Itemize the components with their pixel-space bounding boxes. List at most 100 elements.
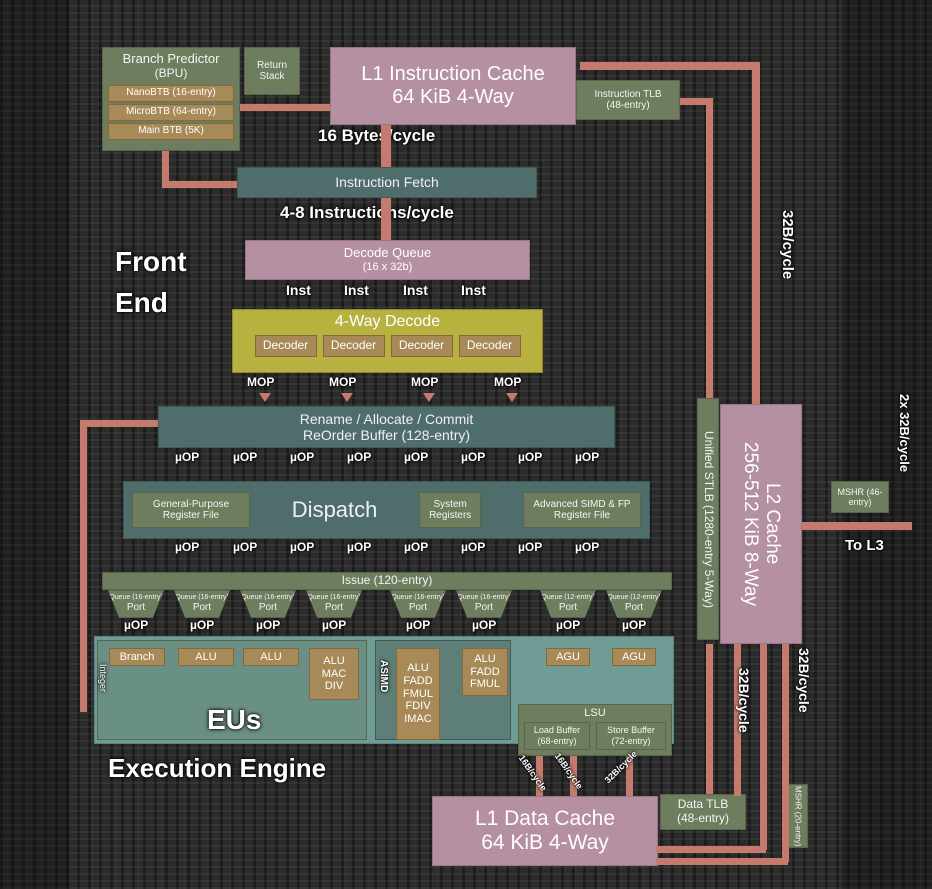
uop-label: µOP xyxy=(404,450,429,464)
unit-label: ALU xyxy=(474,653,496,666)
die-texture-right xyxy=(842,0,932,889)
unit-label: IMAC xyxy=(404,712,432,725)
fetch-bandwidth-label: 16 Bytes/cycle xyxy=(318,126,436,145)
l1d-to-l2-arrow-h2 xyxy=(656,858,788,865)
l2-to-l1i-arrow-v xyxy=(752,62,760,404)
l2-to-l1d-arrow-2 xyxy=(760,644,767,850)
uop-label: µOP xyxy=(575,540,600,554)
l2-l1i-bandwidth: 32B/cycle xyxy=(779,210,796,280)
store-path-arrow xyxy=(626,756,633,796)
unit-label: FMUL xyxy=(403,687,433,700)
issue-queue-port-6: Queue (16-entry)Port xyxy=(456,590,512,618)
uop-label: µOP xyxy=(233,540,258,554)
uop-label: µOP xyxy=(290,450,315,464)
simd-rf-title: Advanced SIMD & FP xyxy=(533,498,631,510)
decode-queue-size: (16 x 32b) xyxy=(362,261,413,274)
l2-size: 256-512 KiB 8-Way xyxy=(740,441,761,607)
load-bw-label-2: 16B/cycle xyxy=(552,751,585,791)
store-buffer-title: Store Buffer xyxy=(607,725,655,736)
four-way-decode: 4-Way Decode Decoder Decoder Decoder Dec… xyxy=(232,309,543,373)
queue-label: Queue (16-entry) xyxy=(175,594,229,602)
issue-queue-port-7: Queue (12-entry)Port xyxy=(540,590,596,618)
queue-label: Queue (16-entry) xyxy=(307,594,361,602)
uop-label: µOP xyxy=(461,450,486,464)
uop-label: µOP xyxy=(256,618,281,632)
rename-reorder-buffer: Rename / Allocate / Commit ReOrder Buffe… xyxy=(158,406,615,448)
agu-unit-1: AGU xyxy=(546,648,590,666)
uop-label: µOP xyxy=(290,540,315,554)
queue-label: Queue (16-entry) xyxy=(109,594,163,602)
uop-label: µOP xyxy=(347,540,372,554)
port-label: Port xyxy=(408,602,428,614)
decode-queue-title: Decode Queue xyxy=(343,245,432,261)
l3-bandwidth: 2x 32B/cycle xyxy=(897,394,912,473)
simd-fp-register-file: Advanced SIMD & FP Register File xyxy=(522,492,641,528)
simd-rf-subtitle: Register File xyxy=(553,510,611,521)
unit-label: ALU xyxy=(407,662,429,675)
rob-entries: ReOrder Buffer (128-entry) xyxy=(302,427,471,443)
eus-label: EUs xyxy=(207,704,262,735)
return-stack-box: Return Stack xyxy=(244,47,300,95)
unit-label: DIV xyxy=(324,680,344,693)
l2-title: L2 Cache xyxy=(761,483,783,565)
uop-label: µOP xyxy=(404,540,429,554)
queue-label: Queue (16-entry) xyxy=(457,594,511,602)
l1-data-cache: L1 Data Cache 64 KiB 4-Way xyxy=(432,796,658,866)
uop-label: µOP xyxy=(518,450,543,464)
itlb-to-stlb-arrow-v xyxy=(706,98,713,398)
lsu-label: LSU xyxy=(584,707,606,719)
inst-label-1: Inst xyxy=(286,282,311,298)
queue-label: Queue (12-entry) xyxy=(541,594,595,602)
alu-mac-div-unit: ALU MAC DIV xyxy=(309,648,359,700)
unified-stlb: Unified STLB (1280-entry 5-Way) xyxy=(697,398,719,640)
port-label: Port xyxy=(624,602,644,614)
branch-unit: Branch xyxy=(109,648,165,666)
load-buffer-entries: (68-entry) xyxy=(537,735,577,746)
unit-label: FADD xyxy=(403,675,433,688)
fetch-rate-label: 4-8 Instructions/cycle xyxy=(280,203,454,222)
decoder-4: Decoder xyxy=(458,335,521,358)
dispatch-label: Dispatch xyxy=(291,497,378,523)
l1i-to-fetch-arrow xyxy=(381,125,391,167)
commit-loop-arrow-v xyxy=(80,420,87,712)
bpu-title: Branch Predictor xyxy=(122,51,220,66)
uop-label: µOP xyxy=(124,618,149,632)
l2-l1d-bandwidth-2: 32B/cycle xyxy=(796,648,812,713)
l2-cache: L2 Cache 256-512 KiB 8-Way xyxy=(720,404,802,644)
alu-unit-2: ALU xyxy=(243,648,299,666)
general-purpose-register-file: General-Purpose Register File xyxy=(132,492,250,528)
port-label: Port xyxy=(126,602,146,614)
uop-label: µOP xyxy=(347,450,372,464)
l1d-title: L1 Data Cache xyxy=(474,806,616,830)
port-label: Port xyxy=(192,602,212,614)
load-path-arrow-1 xyxy=(536,756,543,796)
mop-arrow-4 xyxy=(506,393,518,402)
inst-label-3: Inst xyxy=(403,282,428,298)
issue-queue-port-8: Queue (12-entry)Port xyxy=(606,590,662,618)
mop-arrow-3 xyxy=(423,393,435,402)
execution-engine-label: Execution Engine xyxy=(108,753,327,783)
unit-label: FDIV xyxy=(405,700,431,713)
mop-arrow-2 xyxy=(341,393,353,402)
uop-label: µOP xyxy=(175,540,200,554)
branch-predictor-box: Branch Predictor (BPU) NanoBTB (16-entry… xyxy=(102,47,240,151)
issue-queue-port-1: Queue (16-entry)Port xyxy=(108,590,164,618)
unit-label: ALU xyxy=(323,655,345,668)
l1i-size: 64 KiB 4-Way xyxy=(392,86,514,108)
itlb-to-stlb-arrow-h xyxy=(680,98,710,105)
decode-title: 4-Way Decode xyxy=(334,313,441,330)
uop-label: µOP xyxy=(575,450,600,464)
load-buffer-title: Load Buffer xyxy=(533,725,581,736)
system-registers: System Registers xyxy=(419,492,482,528)
issue-queue-port-5: Queue (16-entry)Port xyxy=(390,590,446,618)
lsu-buffers: Load Buffer (68-entry) Store Buffer (72-… xyxy=(524,721,666,750)
uop-label: µOP xyxy=(461,540,486,554)
dtlb-entries: (48-entry) xyxy=(676,811,729,825)
load-store-unit: LSU Load Buffer (68-entry) Store Buffer … xyxy=(518,704,672,756)
store-buffer: Store Buffer (72-entry) xyxy=(596,721,666,750)
issue-queue-port-2: Queue (16-entry)Port xyxy=(174,590,230,618)
dispatch-stage: General-Purpose Register File Dispatch S… xyxy=(123,481,650,539)
gp-rf-title: General-Purpose xyxy=(152,498,230,510)
mshr-box: MSHR (46-entry) xyxy=(831,481,889,513)
queue-label: Queue (12-entry) xyxy=(607,594,661,602)
